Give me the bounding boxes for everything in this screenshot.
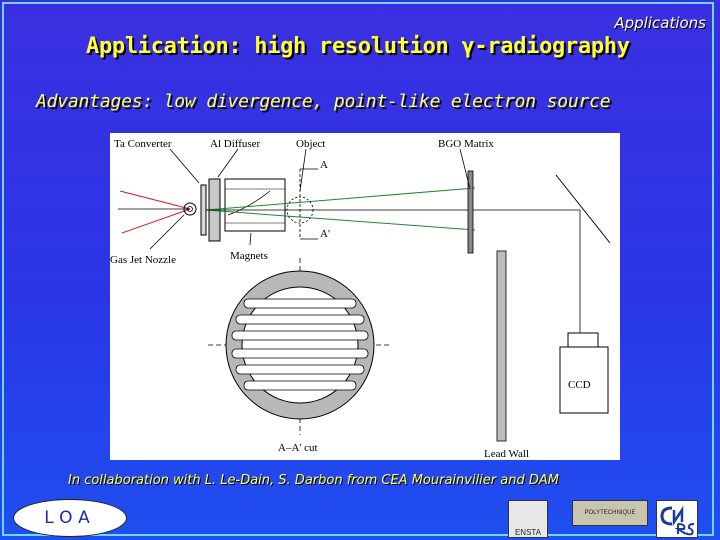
mirror-line: [555, 174, 611, 244]
ccd-camera-head: [567, 332, 599, 348]
section-label: Applications: [614, 14, 706, 32]
gamma-beam-upper: [205, 187, 476, 211]
lead-wall-label: Lead Wall: [484, 448, 529, 460]
collaboration-footer: In collaboration with L. Le-Dain, S. Dar…: [68, 473, 559, 488]
laser-beam-lower: [121, 208, 191, 234]
ccd-label: CCD: [568, 379, 591, 391]
magnet-box: [224, 178, 286, 232]
gamma-beam-lower: [205, 209, 476, 231]
magnets-label: Magnets: [230, 250, 268, 262]
cnrs-logo: [656, 500, 698, 538]
loa-logo: LOA: [14, 500, 126, 536]
bgo-matrix-label: BGO Matrix: [438, 138, 494, 150]
ta-converter-label: Ta Converter: [114, 138, 172, 150]
gas-jet-nozzle-label: Gas Jet Nozzle: [110, 254, 176, 266]
slide-subtitle: Advantages: low divergence, point-like e…: [36, 91, 611, 112]
section-a-prime-label: A': [320, 228, 330, 240]
aa-cut-label: A–A' cut: [278, 442, 318, 454]
bgo-matrix-leader: [459, 148, 471, 190]
cnrs-logo-mark: [660, 505, 695, 536]
bgo-matrix: [467, 170, 474, 254]
radiography-setup-diagram: Ta Converter Al Diffuser Object BGO Matr…: [110, 133, 620, 460]
gas-jet-core: [187, 206, 193, 212]
nozzle-leader: [149, 214, 185, 250]
lead-wall: [496, 250, 507, 442]
ta-converter-plate: [200, 184, 207, 236]
slide-frame: [2, 2, 714, 536]
ta-converter-leader: [169, 148, 200, 184]
al-diffuser-label: Al Diffuser: [210, 138, 261, 150]
cut-inner-fins: [231, 298, 369, 391]
gas-jet-nozzle-icon: [183, 202, 197, 216]
electron-deflection-curve: [227, 190, 271, 216]
section-a-label: A: [320, 159, 328, 171]
diagram-svg: Ta Converter Al Diffuser Object BGO Matr…: [110, 138, 611, 460]
al-diffuser-leader: [217, 148, 239, 178]
object-label: Object: [296, 138, 325, 150]
ccd-camera-body: [559, 346, 609, 414]
object-leader: [299, 148, 307, 192]
laser-beam-upper: [119, 190, 191, 210]
ensta-logo: ENSTA: [508, 500, 548, 538]
polytechnique-logo: POLYTECHNIQUE: [572, 500, 648, 526]
magnets-leader: [249, 232, 252, 246]
slide-title: Application: high resolution γ-radiograp…: [86, 34, 630, 59]
